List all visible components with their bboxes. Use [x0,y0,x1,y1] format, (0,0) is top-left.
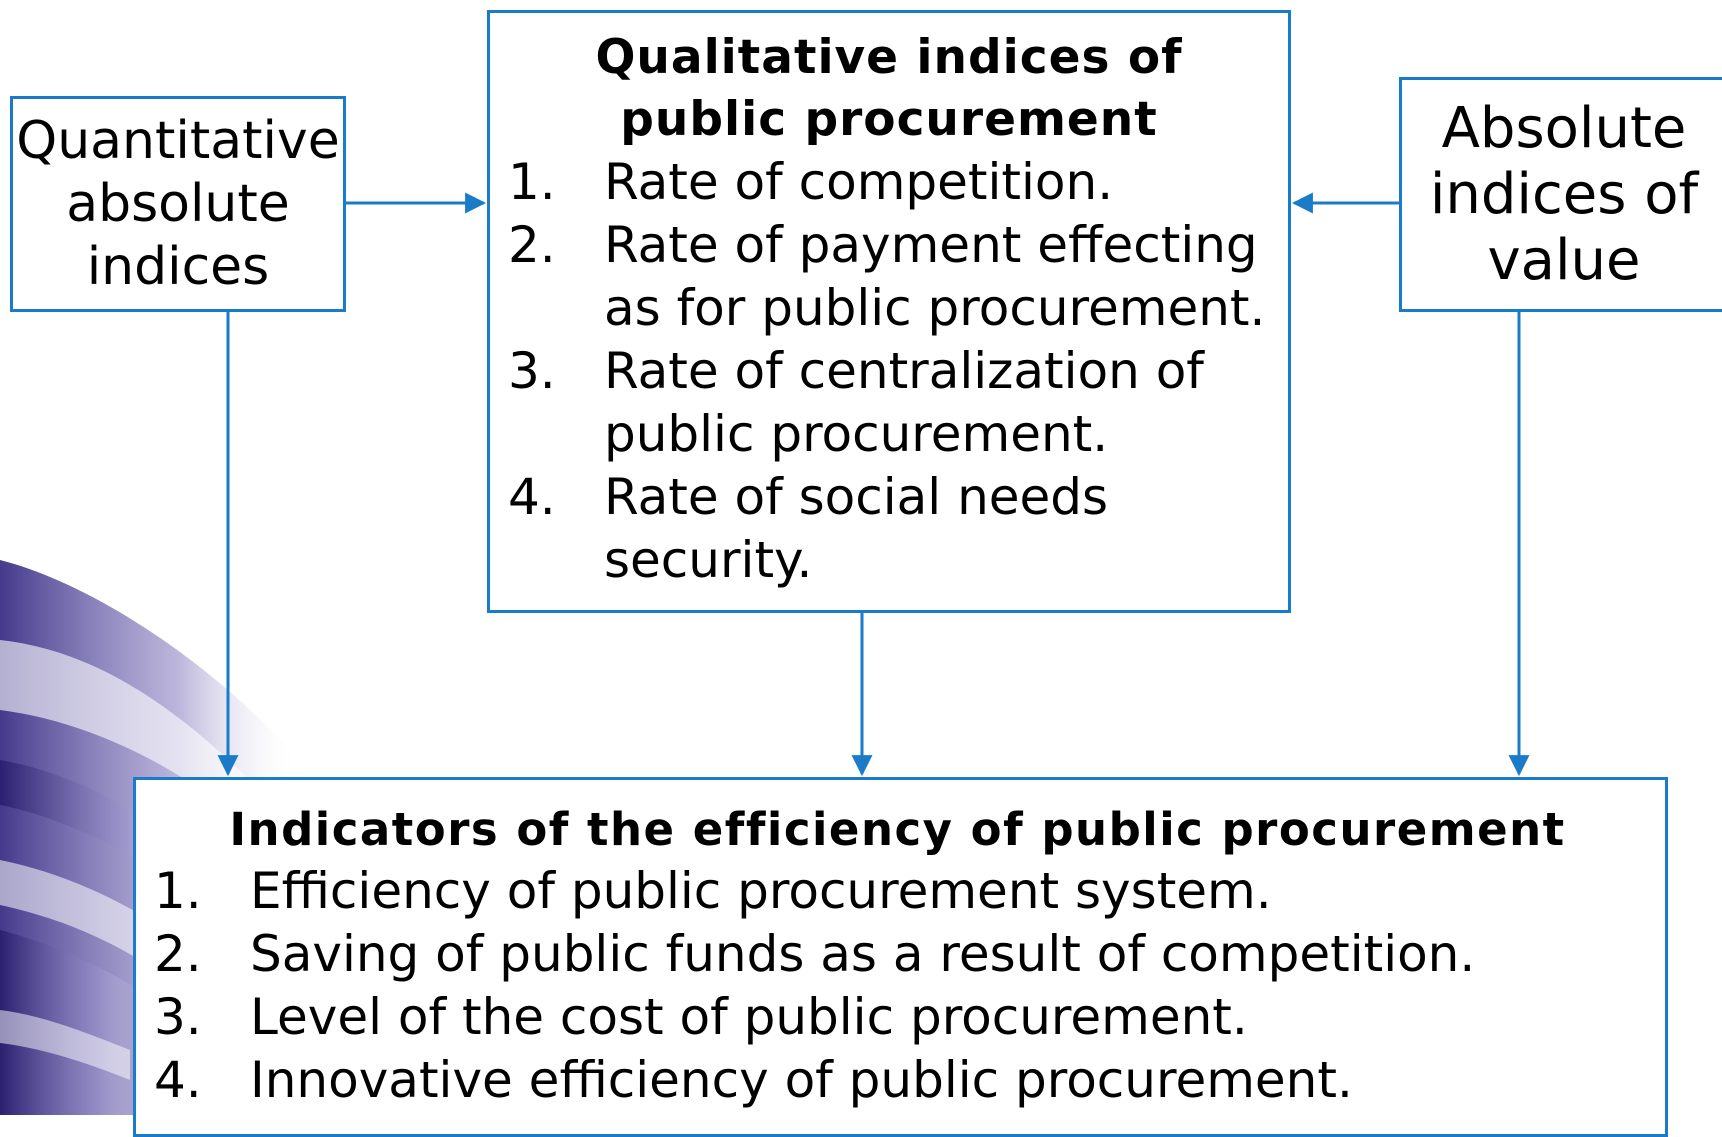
list-item-number: 3. [508,342,556,400]
list-item-text: Level of the cost of public procurement. [250,988,1248,1046]
qualitative-indices-box: Qualitative indices of public procuremen… [487,10,1291,613]
list-item-text: Rate of centralization of public procure… [604,342,1204,463]
absolute-line-2: indices of [1429,161,1699,227]
list-item: 3. Level of the cost of public procureme… [154,986,1665,1049]
list-item-text: Rate of competition. [604,153,1114,211]
absolute-indices-of-value-box: Absolute indices of value [1399,77,1722,312]
quantitative-box-text: Quantitative absolute indices [16,110,339,299]
qualitative-list: 1. Rate of competition. 2. Rate of payme… [508,151,1270,592]
efficiency-indicators-box: Indicators of the efficiency of public p… [133,777,1668,1137]
list-item: 2. Rate of payment effecting as for publ… [508,214,1270,340]
quantitative-absolute-indices-box: Quantitative absolute indices [10,96,346,312]
list-item-text: Saving of public funds as a result of co… [250,925,1476,983]
quantitative-line-3: indices [86,236,270,297]
list-item-text: Innovative efficiency of public procurem… [250,1051,1353,1109]
quantitative-line-1: Quantitative [16,110,340,171]
list-item: 1. Efficiency of public procurement syst… [154,860,1665,923]
list-item-number: 3. [154,988,202,1046]
list-item-number: 2. [154,925,202,983]
list-item-number: 2. [508,216,556,274]
list-item: 2. Saving of public funds as a result of… [154,923,1665,986]
list-item: 1. Rate of competition. [508,151,1270,214]
list-item: 4. Rate of social needs security. [508,466,1270,592]
list-item-number: 4. [154,1051,202,1109]
list-item-number: 1. [508,153,556,211]
list-item: 3. Rate of centralization of public proc… [508,340,1270,466]
list-item-text: Efficiency of public procurement system. [250,862,1272,920]
list-item: 4. Innovative efficiency of public procu… [154,1049,1665,1112]
indicators-title: Indicators of the efficiency of public p… [229,803,1566,856]
quantitative-line-2: absolute [66,173,290,234]
list-item-number: 1. [154,862,202,920]
indicators-list: 1. Efficiency of public procurement syst… [154,860,1665,1112]
qualitative-title: Qualitative indices of public procuremen… [595,30,1183,147]
list-item-text: Rate of social needs security. [604,468,1109,589]
absolute-box-text: Absolute indices of value [1430,96,1698,294]
absolute-line-1: Absolute [1441,95,1687,161]
list-item-number: 4. [508,468,556,526]
list-item-text: Rate of payment effecting as for public … [604,216,1266,337]
absolute-line-3: value [1487,227,1641,293]
